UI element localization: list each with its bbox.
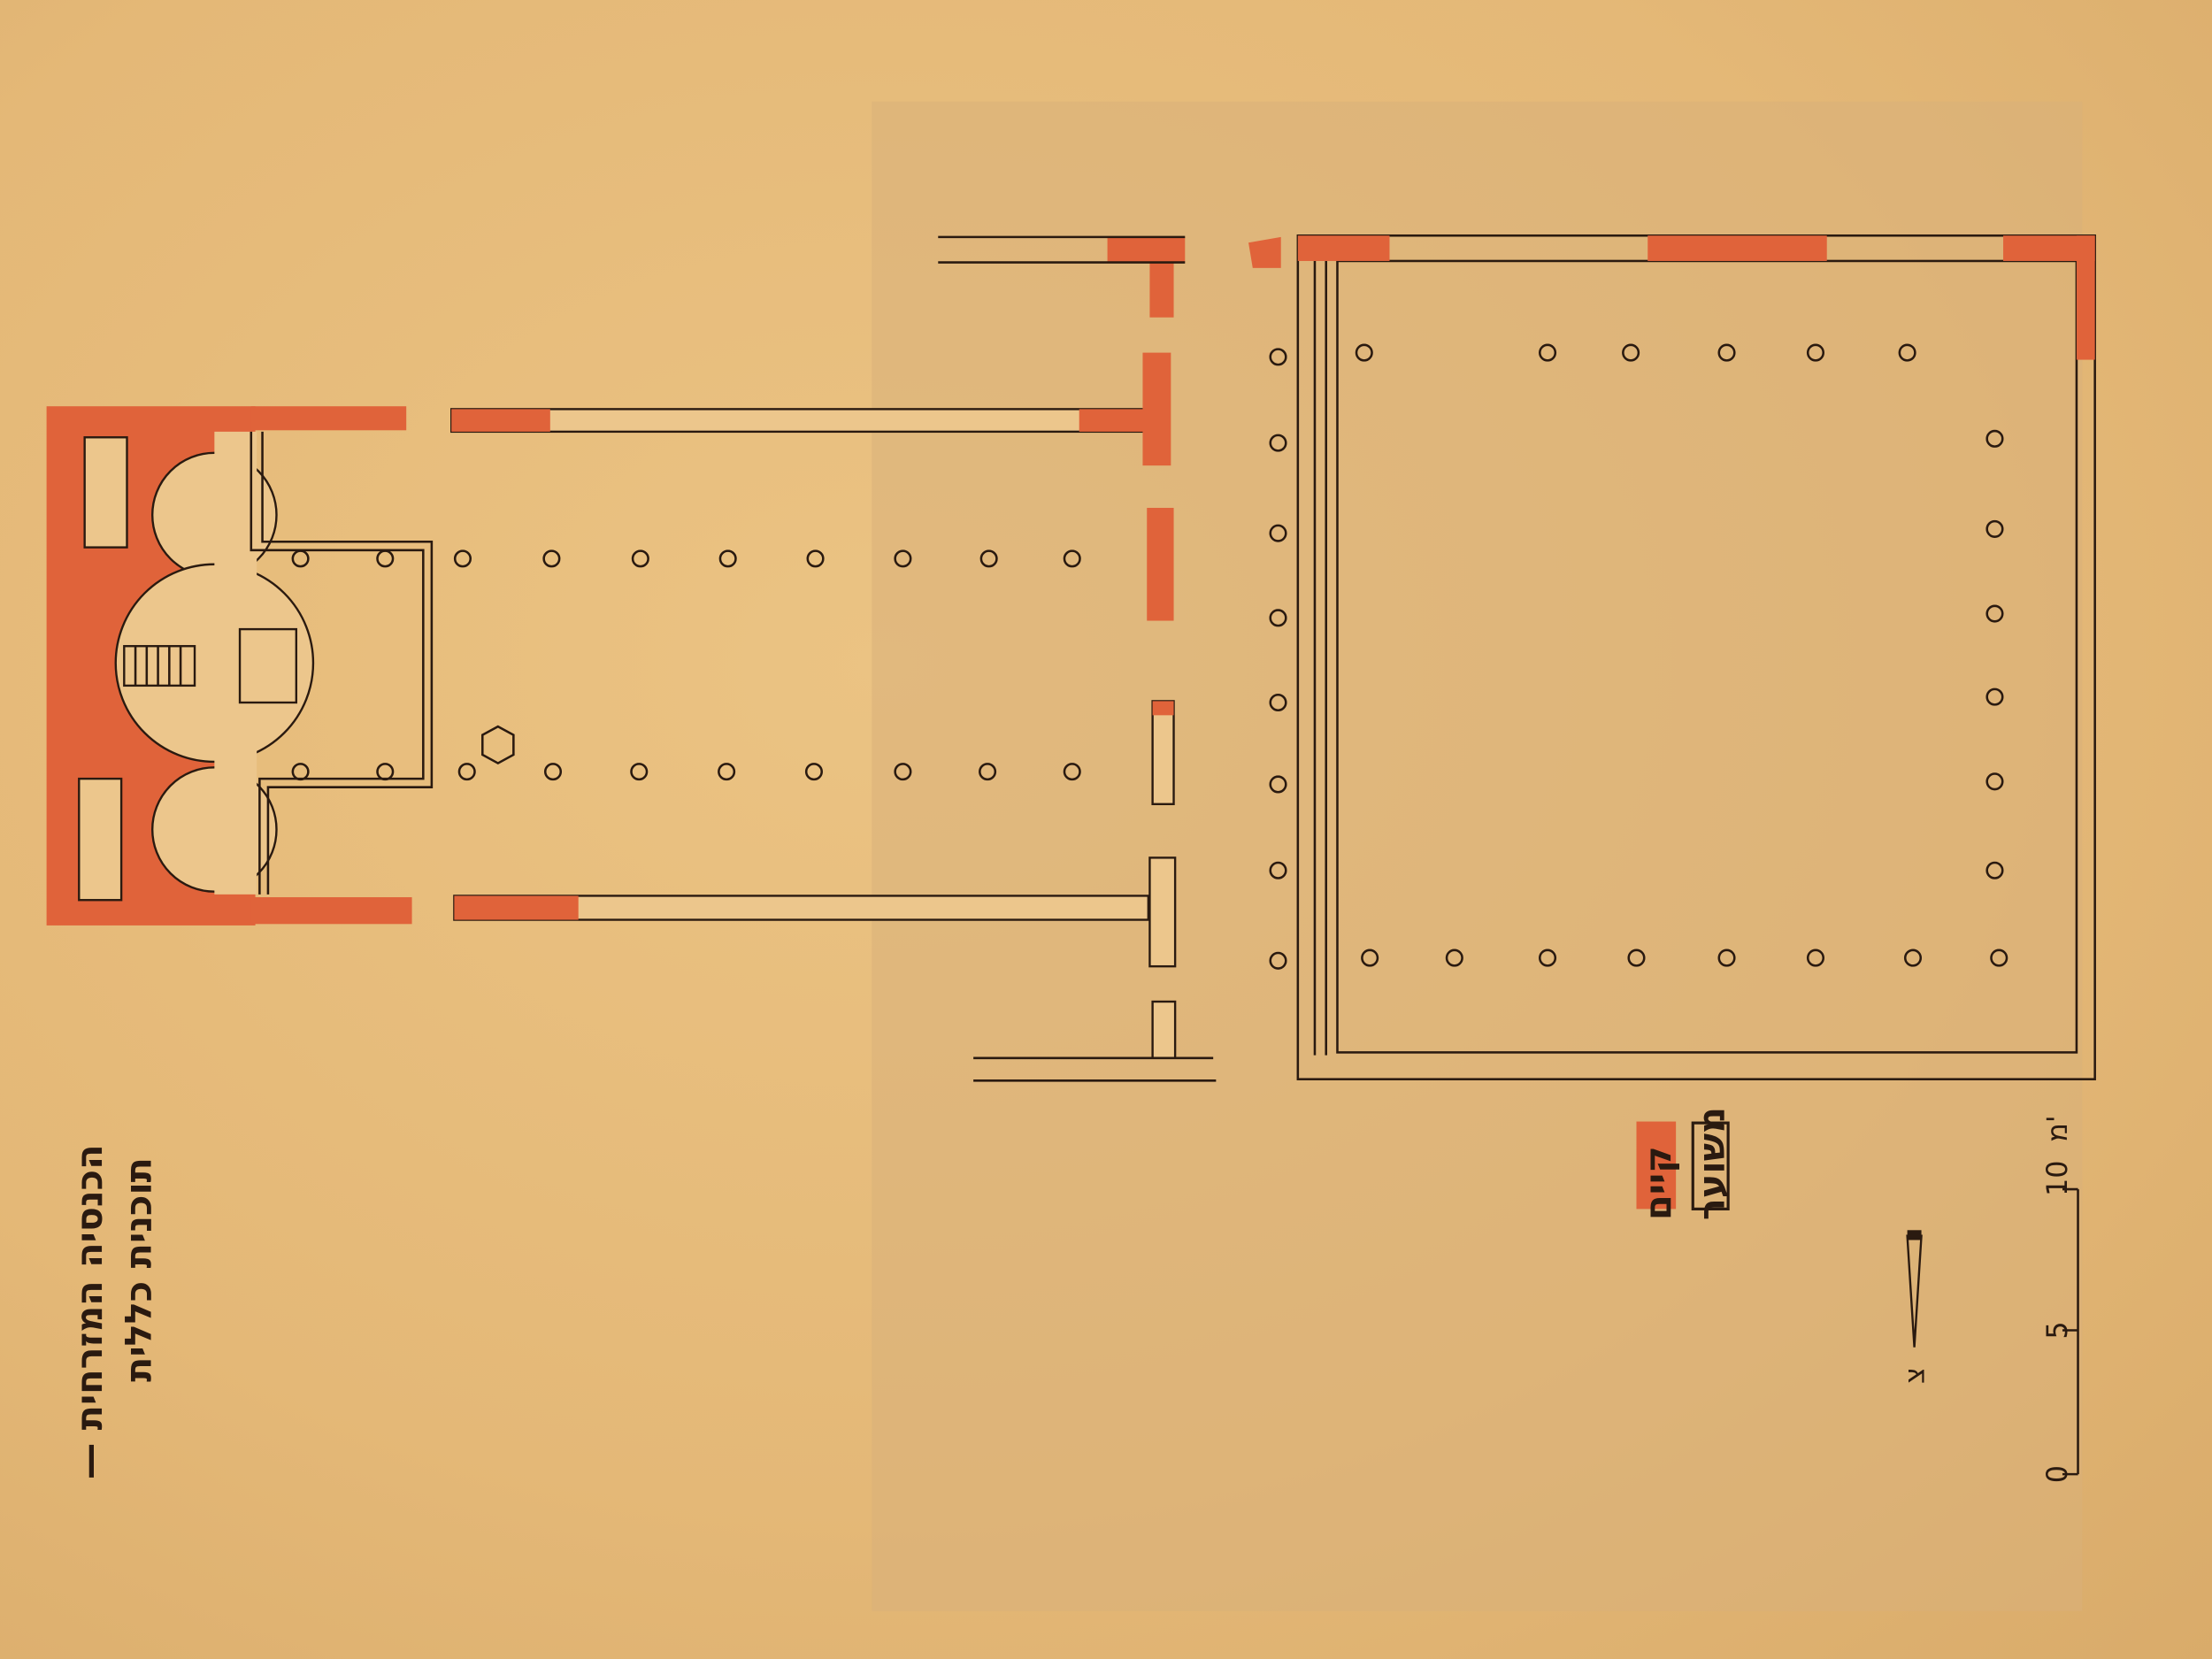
- column-marker: [543, 763, 563, 781]
- column-marker: [718, 763, 736, 781]
- column-marker: [1985, 604, 2004, 623]
- column-marker: [1063, 763, 1081, 781]
- nave: [450, 235, 1281, 1082]
- column-marker: [1063, 549, 1081, 568]
- column-marker: [894, 549, 912, 568]
- altar: [238, 627, 298, 704]
- column-marker: [1355, 343, 1373, 362]
- column-marker: [979, 763, 997, 781]
- column-marker: [1269, 348, 1287, 366]
- column-marker: [631, 549, 649, 568]
- column-marker: [804, 763, 824, 781]
- column-marker: [1269, 693, 1287, 712]
- legend: קיים משוער: [1636, 1107, 1732, 1220]
- column-marker: [1538, 343, 1557, 362]
- column-marker: [453, 549, 472, 568]
- shaded-region: [872, 101, 2083, 1611]
- caption-line2: תוכנית כללית: [118, 1157, 160, 1382]
- column-marker: [1717, 949, 1736, 967]
- column-marker: [1269, 861, 1287, 879]
- column-marker: [1269, 775, 1287, 794]
- column-marker: [979, 549, 998, 568]
- column-marker: [376, 549, 395, 568]
- column-marker: [1985, 861, 2004, 879]
- column-marker: [894, 763, 912, 781]
- column-marker: [1903, 949, 1923, 967]
- north-label: צ: [1898, 1367, 1932, 1384]
- legend-existing-swatch: [1636, 1121, 1677, 1210]
- column-marker: [718, 549, 737, 568]
- column-marker: [1269, 524, 1287, 542]
- column-marker: [376, 763, 395, 781]
- north-arrow-icon: צ: [1898, 1230, 1932, 1384]
- column-marker: [630, 763, 649, 781]
- column-marker: [1269, 609, 1287, 627]
- column-marker: [1627, 949, 1646, 967]
- column-marker: [542, 549, 561, 568]
- scale-bar: 0 5 10 מ': [2040, 1115, 2079, 1483]
- caption-line1: הכנסיה המזרחית —: [68, 1144, 111, 1479]
- column-marker: [1538, 949, 1557, 967]
- column-marker: [291, 763, 310, 781]
- column-marker: [1269, 434, 1287, 452]
- column-marker: [1717, 343, 1736, 362]
- scale-tick-5: 5: [2040, 1321, 2074, 1339]
- column-marker: [1806, 949, 1825, 967]
- column-marker: [1445, 949, 1463, 967]
- column-marker: [1361, 949, 1379, 967]
- column-marker: [1985, 429, 2004, 448]
- column-marker: [1898, 343, 1916, 362]
- atrium: [1296, 234, 2096, 1080]
- column-marker: [806, 549, 825, 568]
- column-marker: [1622, 343, 1640, 362]
- scale-tick-10: 10: [2040, 1160, 2074, 1196]
- hexagon-font: [481, 725, 515, 765]
- column-marker: [291, 549, 310, 568]
- columns: [291, 343, 2008, 970]
- column-marker: [1985, 772, 2004, 791]
- column-marker: [1806, 343, 1825, 362]
- legend-estimated-label: משוער: [1690, 1107, 1732, 1220]
- legend-estimated-swatch: [1691, 1121, 1730, 1210]
- scale-unit: מ': [2040, 1115, 2074, 1141]
- column-marker: [1990, 949, 2008, 967]
- column-marker: [1985, 687, 2004, 706]
- apse-building: [46, 406, 434, 926]
- column-marker: [457, 763, 476, 781]
- legend-existing-label: קיים: [1637, 1146, 1679, 1220]
- column-marker: [1269, 951, 1287, 970]
- column-marker: [1985, 519, 2004, 538]
- scale-tick-0: 0: [2040, 1465, 2074, 1483]
